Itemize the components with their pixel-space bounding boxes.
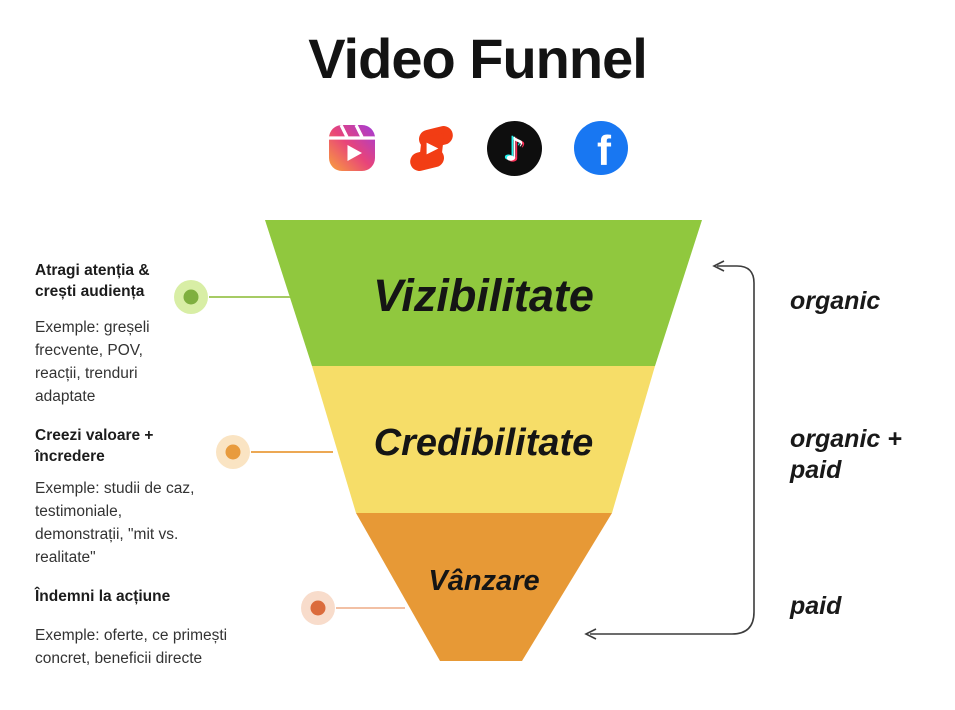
reach-label-organic-paid: organic + paid	[790, 425, 902, 484]
tiktok-note-glitch-cyan: ♪	[502, 129, 523, 167]
bullet-dot-1	[183, 289, 199, 305]
reels-play-triangle	[347, 145, 362, 161]
facebook-f-glyph: f	[597, 127, 612, 174]
annotation-2-heading: Creezi valoare + încredere	[35, 427, 154, 465]
annotation-2-body: Exemple: studii de caz, testimoniale, de…	[35, 480, 195, 566]
funnel-stage-sale-shape	[356, 513, 612, 661]
reach-label-organic: organic	[790, 287, 881, 315]
bracket-arrowhead-bottom	[584, 628, 597, 640]
funnel-stage-visibility-label: Vizibilitate	[373, 270, 594, 321]
youtube-shorts-icon	[409, 125, 453, 171]
funnel-stage-visibility-shape	[265, 220, 702, 366]
annotation-1-heading: Atragi atenția & crești audiența	[35, 262, 150, 300]
shorts-play-triangle	[426, 142, 438, 154]
shorts-bolt-shape	[409, 125, 453, 171]
reels-clapper-lines	[328, 125, 375, 140]
facebook-background	[573, 121, 628, 175]
bracket-line	[590, 265, 755, 635]
page-title: Video Funnel	[308, 27, 648, 90]
bullet-dot-2	[225, 444, 241, 460]
bracket-arrowhead-top	[712, 260, 725, 272]
funnel-stage-credibility-label: Credibilitate	[373, 422, 594, 464]
tiktok-note-glitch-pink: ♪	[506, 131, 527, 169]
facebook-icon: f	[573, 121, 628, 175]
annotation-3-body: Exemple: oferte, ce primești concret, be…	[35, 627, 228, 667]
funnel-stage-sale-label: Vânzare	[428, 565, 540, 597]
bullet-dot-3	[310, 600, 326, 616]
tiktok-note-icon: ♪	[504, 130, 525, 168]
annotation-3-heading: Îndemni la acțiune	[35, 588, 171, 605]
reach-label-paid: paid	[790, 592, 842, 620]
tiktok-icon: ♪ ♪ ♪	[486, 120, 542, 176]
funnel-stage-credibility-shape	[312, 366, 655, 513]
tiktok-background	[486, 120, 542, 176]
instagram-reels-icon	[328, 125, 375, 171]
annotation-1-body: Exemple: greșeli frecvente, POV, reacții…	[35, 319, 150, 405]
platform-icons-row: ♪ ♪ ♪ f	[0, 119, 955, 177]
funnel-shape	[265, 220, 702, 661]
